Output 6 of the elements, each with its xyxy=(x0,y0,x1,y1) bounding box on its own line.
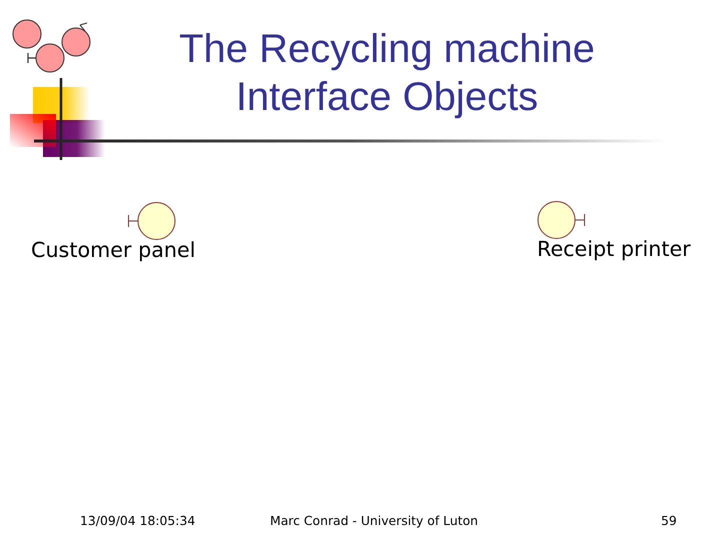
author-credit: Marc Conrad - University of Luton xyxy=(270,513,478,529)
object-name: Customer panel xyxy=(31,238,196,262)
date-time: 13/09/04 18:05:34 xyxy=(80,513,196,529)
object-name: Receipt printer xyxy=(537,237,691,261)
page-number: 59 xyxy=(661,513,677,529)
slide-title: The Recycling machine Interface Objects xyxy=(178,26,596,121)
